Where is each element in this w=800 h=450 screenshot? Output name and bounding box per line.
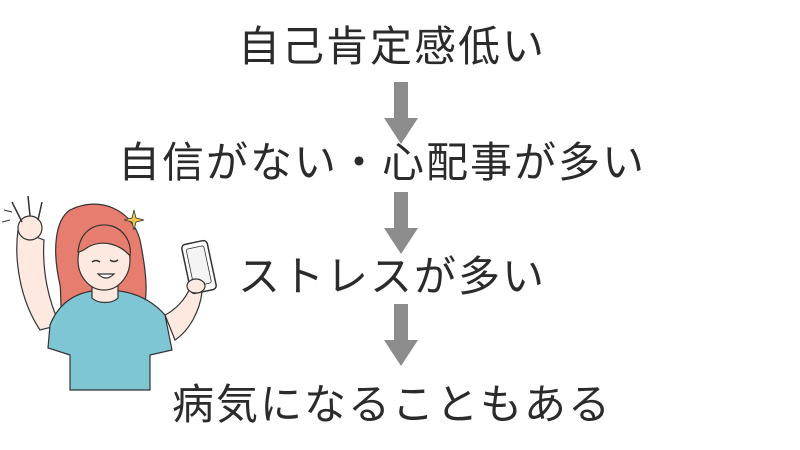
step-no-confidence-many-worries: 自信がない・心配事が多い xyxy=(118,138,647,187)
woman-ok-gesture-illustration xyxy=(1,195,217,391)
step-low-self-esteem: 自己肯定感低い xyxy=(238,22,547,71)
down-arrow-icon xyxy=(384,304,418,366)
step-can-become-ill: 病気になることもある xyxy=(172,380,613,429)
down-arrow-icon xyxy=(384,82,418,144)
down-arrow-icon xyxy=(384,192,418,254)
step-much-stress: ストレスが多い xyxy=(238,252,547,301)
